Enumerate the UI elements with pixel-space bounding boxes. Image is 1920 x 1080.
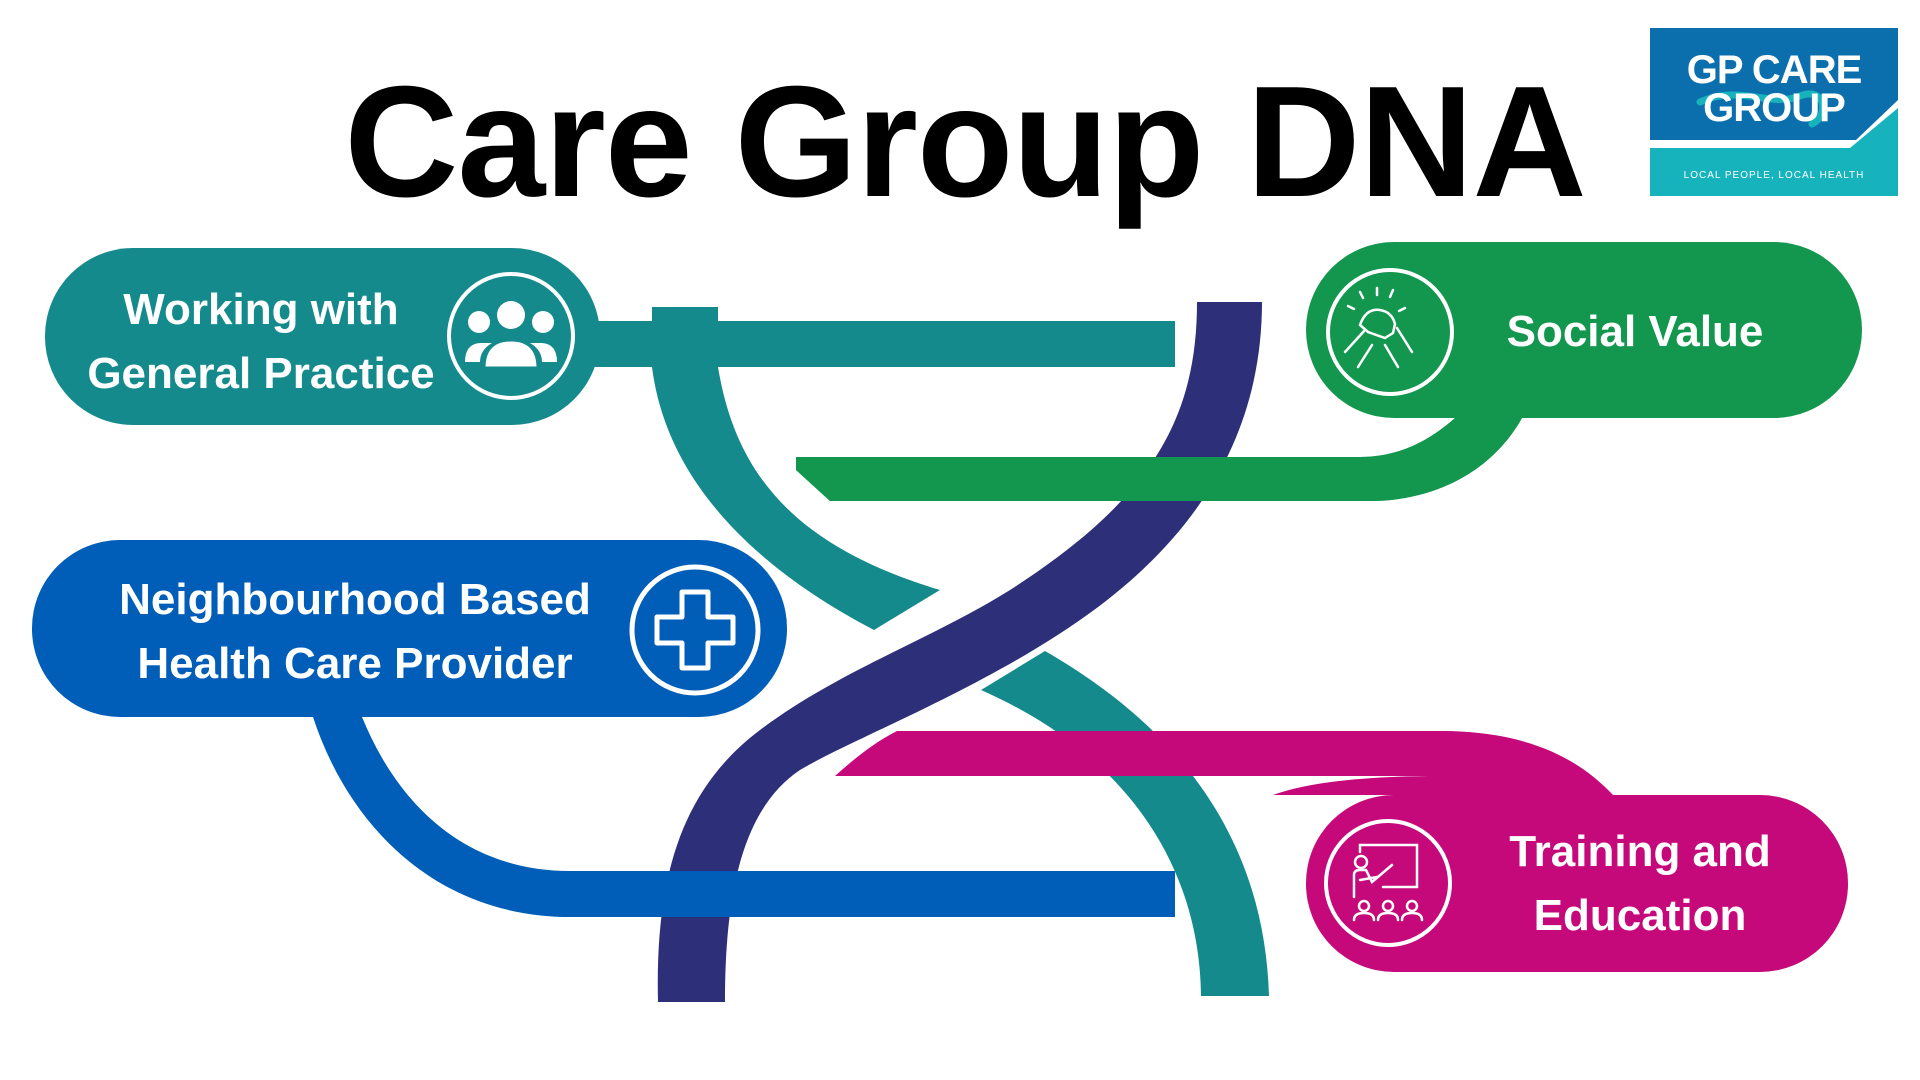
logo-line1: GP CARE bbox=[1686, 48, 1863, 92]
blue-bar bbox=[313, 717, 1175, 917]
teacher-classroom-icon bbox=[1324, 819, 1452, 947]
pillar-training: Training and Education bbox=[1480, 820, 1800, 948]
pillar-working-with-gp: Working with General Practice bbox=[70, 278, 452, 406]
navy-strand bbox=[657, 302, 1262, 1002]
pill-neighbourhood-bg bbox=[32, 540, 787, 717]
logo: GP CARE GROUP LOCAL PEOPLE, LOCAL HEALTH bbox=[1650, 28, 1898, 196]
clasped-hands-icon bbox=[1326, 268, 1454, 396]
pillar-label-line1: Training and bbox=[1509, 827, 1771, 876]
pillar-neighbourhood: Neighbourhood Based Health Care Provider bbox=[90, 568, 620, 696]
logo-line2: GROUP bbox=[1703, 86, 1846, 130]
teal-strand-lower bbox=[981, 651, 1269, 996]
pillar-label-line2: Education bbox=[1533, 891, 1747, 940]
pill-training-bg bbox=[1306, 795, 1848, 972]
teal-bar bbox=[590, 321, 1175, 367]
pillar-social-value: Social Value bbox=[1480, 300, 1790, 364]
pillar-label-line2: General Practice bbox=[87, 349, 435, 398]
gp-care-group-logo bbox=[1650, 28, 1898, 196]
page-title: Care Group DNA bbox=[344, 54, 1586, 230]
pillar-label-line2: Health Care Provider bbox=[137, 639, 573, 688]
magenta-bar bbox=[835, 731, 1613, 795]
pillar-label-line1: Working with bbox=[123, 285, 399, 334]
medical-cross-icon bbox=[629, 564, 761, 696]
group-people-icon bbox=[447, 272, 575, 400]
pill-working-with-gp-bg bbox=[45, 248, 600, 425]
pillar-label-line1: Social Value bbox=[1506, 307, 1764, 356]
pillar-label-line1: Neighbourhood Based bbox=[119, 575, 591, 624]
pill-social-value-bg bbox=[1306, 242, 1862, 418]
logo-tagline: LOCAL PEOPLE, LOCAL HEALTH bbox=[1683, 170, 1865, 181]
